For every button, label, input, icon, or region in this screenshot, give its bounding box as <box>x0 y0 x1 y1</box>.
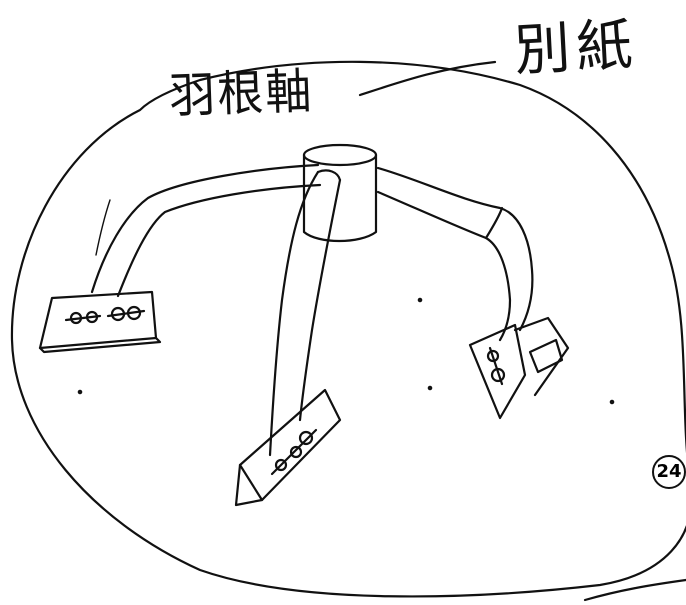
part-name-label: 羽根軸 <box>168 62 315 125</box>
center-mounting-plate <box>234 388 342 507</box>
right-mounting-plate <box>468 316 570 420</box>
leader-line <box>358 60 497 97</box>
page-number-badge: 24 <box>652 455 686 489</box>
right-arm <box>376 166 534 342</box>
bottom-right-stroke <box>583 578 686 602</box>
attachment-label: 別紙 <box>512 12 640 84</box>
left-mounting-plate <box>38 290 162 354</box>
left-arm <box>90 163 322 298</box>
enclosing-loop <box>10 60 686 598</box>
center-arm <box>268 169 342 457</box>
central-hub <box>302 143 378 242</box>
